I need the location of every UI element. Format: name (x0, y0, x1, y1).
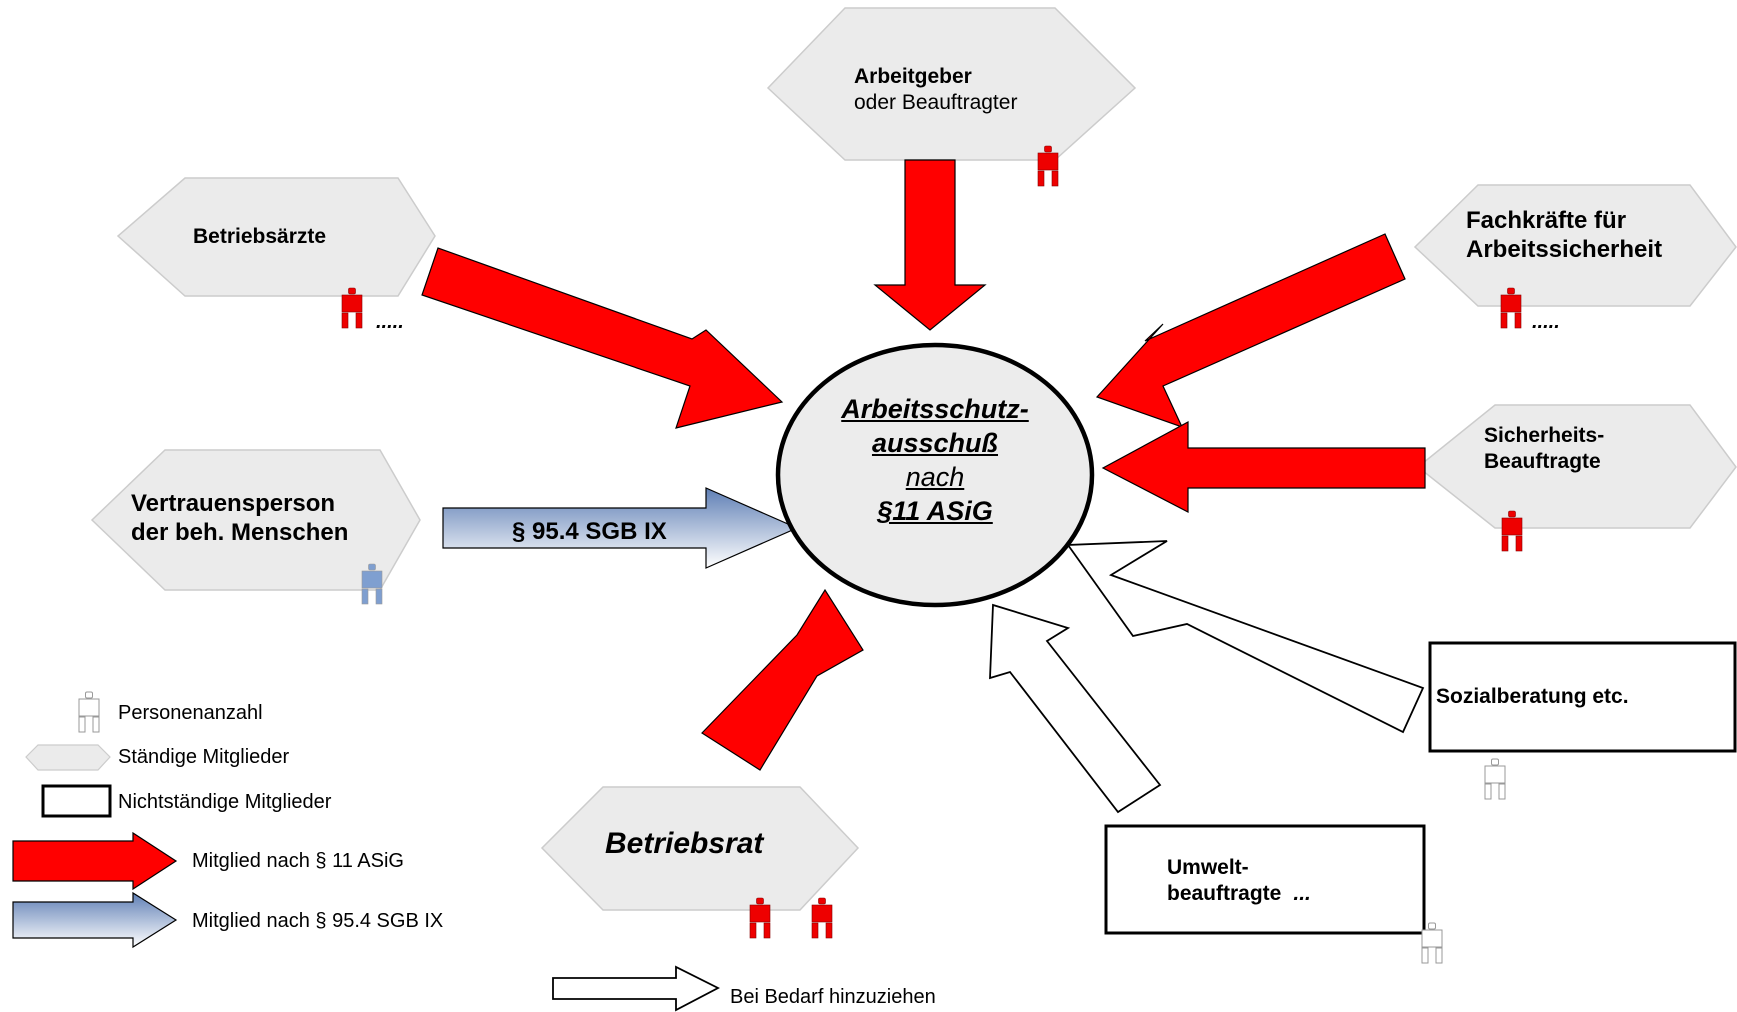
sgb-arrow-label: § 95.4 SGB IX (512, 518, 667, 545)
sozialberatung-label: Sozialberatung etc. (1436, 685, 1629, 708)
fachkraefte-ellipsis: ..... (1532, 311, 1560, 333)
betriebsrat-label: Betriebsrat (605, 827, 764, 860)
fachkraefte-line1: Fachkräfte für (1466, 207, 1627, 234)
umweltbeauftragte-ellipsis: ... (1293, 881, 1311, 905)
arbeitgeber-line2: oder Beauftragter (854, 90, 1018, 114)
legend-personen-label: Personenanzahl (118, 702, 263, 724)
center-title-line1: Arbeitsschutz- (841, 394, 1029, 424)
center-title-line4: §11 ASiG (877, 496, 993, 527)
center-title: Arbeitsschutz- ausschuß nach §11 ASiG (778, 392, 1092, 528)
arrow-betriebsaerzte (421, 247, 784, 429)
legend-blue-arrow (12, 891, 178, 949)
legend-rect-icon (41, 784, 112, 818)
betriebsaerzte-ellipsis: ..... (376, 311, 404, 333)
umweltbeauftragte-line2: beauftragte (1167, 881, 1282, 905)
vertrauensperson-label: Vertrauensperson der beh. Menschen (131, 489, 348, 548)
arrow-fachkraefte (1095, 233, 1406, 429)
umweltbeauftragte-line1: Umwelt- (1167, 856, 1249, 879)
arrow-umweltbeauftragte (989, 603, 1162, 814)
hexagon-betriebsaerzte (116, 177, 436, 297)
arrow-arbeitgeber (873, 159, 987, 331)
umweltbeauftragte-label: Umwelt- beauftragte... (1167, 855, 1311, 906)
betriebsaerzte-label: Betriebsärzte (193, 225, 327, 248)
legend-hexagon-icon (25, 744, 111, 771)
legend-asig-label: Mitglied nach § 11 ASiG (192, 850, 404, 872)
person-icon-white (1484, 758, 1506, 800)
box-umweltbeauftragte (1104, 824, 1426, 935)
legend-sgb-label: Mitglied nach § 95.4 SGB IX (192, 910, 444, 932)
arbeitgeber-line1: Arbeitgeber (854, 65, 972, 88)
umweltbeauftragte-line2-wrap: beauftragte... (1167, 881, 1311, 907)
vertrauensperson-line1: Vertrauensperson (131, 490, 336, 517)
legend-bedarf-label: Bei Bedarf hinzuziehen (730, 986, 936, 1008)
legend-staendig-label: Ständige Mitglieder (118, 746, 290, 768)
center-title-line3: nach (905, 462, 965, 493)
legend-person-icon (78, 691, 100, 733)
sicherheitsbeauftragte-line1: Sicherheits- (1484, 424, 1605, 447)
box-sozialberatung (1428, 641, 1737, 753)
legend-red-arrow (12, 831, 178, 891)
legend-white-arrow (552, 965, 720, 1012)
fachkraefte-line2: Arbeitssicherheit (1466, 236, 1663, 264)
hexagon-fachkraefte (1413, 184, 1737, 307)
center-ellipse (775, 342, 1095, 608)
arrow-sozialberatung (1066, 540, 1425, 734)
arrow-sicherheitsbeauftragte (1101, 420, 1426, 513)
sicherheitsbeauftragte-label: Sicherheits- Beauftragte (1484, 423, 1604, 474)
hexagon-betriebsrat (540, 786, 860, 911)
legend-nichtstaendig-label: Nichtständige Mitglieder (118, 791, 332, 813)
arrow-vertrauensperson (442, 487, 799, 569)
arrow-betriebsrat (701, 588, 864, 771)
fachkraefte-label: Fachkräfte für Arbeitssicherheit (1466, 206, 1662, 265)
person-icon-red (811, 897, 833, 939)
sicherheitsbeauftragte-line2: Beauftragte (1484, 449, 1601, 473)
arbeitgeber-label: Arbeitgeber oder Beauftragter (854, 64, 1017, 115)
vertrauensperson-line2: der beh. Menschen (131, 519, 349, 547)
center-title-line2: ausschuß (871, 428, 999, 459)
